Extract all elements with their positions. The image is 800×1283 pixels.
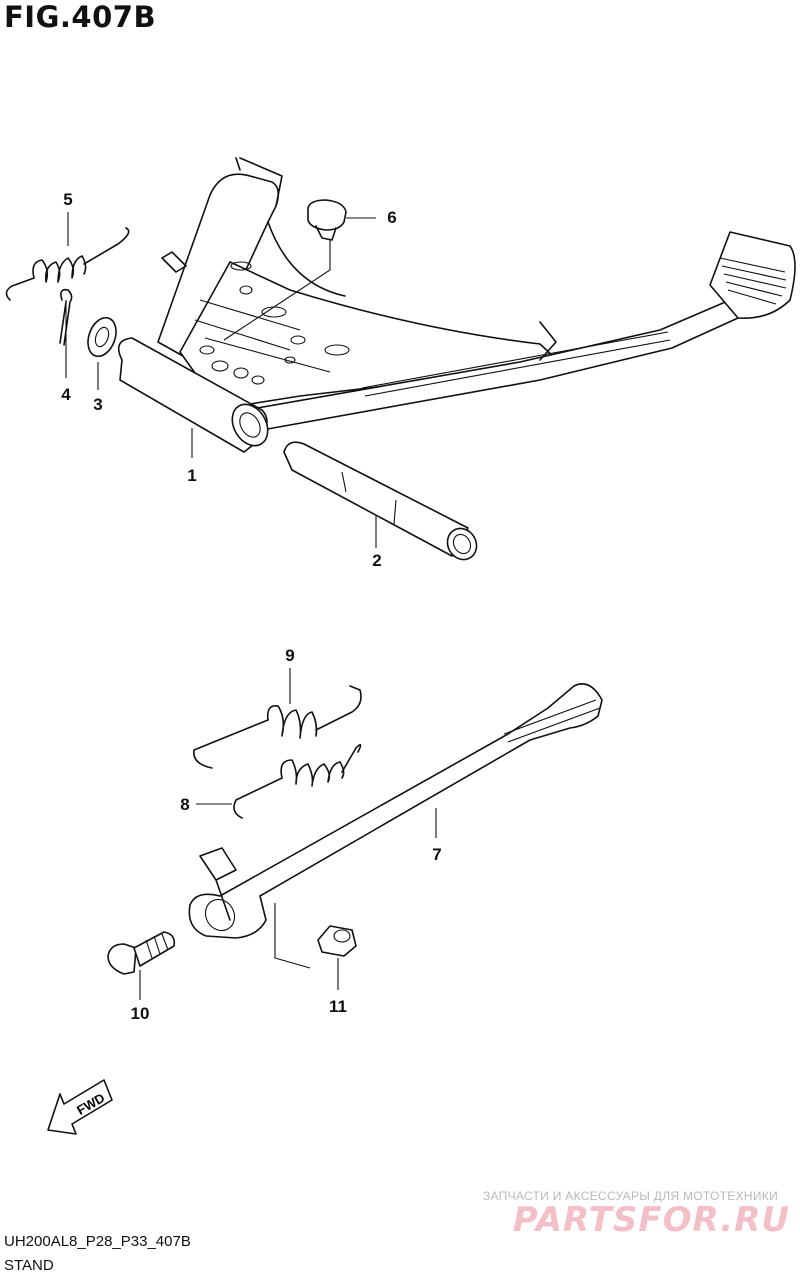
pivot-shaft-part-2[interactable] xyxy=(283,441,482,565)
watermark-logo: PARTSFOR.RU xyxy=(512,1200,790,1240)
center-stand-part-1[interactable] xyxy=(117,157,796,453)
fwd-arrow-icon: FWD xyxy=(47,1079,113,1135)
figure-title: FIG.407B xyxy=(4,0,157,34)
callout-4: 4 xyxy=(61,385,71,404)
side-stand-part-7[interactable] xyxy=(188,683,603,969)
callout-8: 8 xyxy=(180,795,190,814)
spring-part-9[interactable] xyxy=(193,685,362,769)
spring-part-5[interactable] xyxy=(5,227,130,301)
callout-11: 11 xyxy=(329,997,347,1016)
cotter-pin-part-4[interactable] xyxy=(59,288,73,346)
nut-part-11[interactable] xyxy=(317,925,357,957)
leader-lines xyxy=(65,212,437,1000)
rubber-stopper-part-6[interactable] xyxy=(307,199,347,241)
figure-code: UH200AL8_P28_P33_407B xyxy=(4,1233,191,1250)
callout-2: 2 xyxy=(372,551,382,570)
washer-part-3[interactable] xyxy=(83,314,121,360)
callout-10: 10 xyxy=(130,1004,150,1023)
bolt-part-10[interactable] xyxy=(107,931,176,975)
callout-7: 7 xyxy=(432,845,442,864)
callout-5: 5 xyxy=(63,190,73,209)
callout-6: 6 xyxy=(387,208,397,227)
callout-1: 1 xyxy=(187,466,197,485)
figure-name: STAND xyxy=(4,1257,54,1274)
watermark-tagline: ЗАПЧАСТИ И АКСЕССУАРЫ ДЛЯ МОТОТЕХНИКИ xyxy=(482,1189,778,1203)
callout-3: 3 xyxy=(93,395,103,414)
spring-part-8[interactable] xyxy=(233,744,362,819)
callout-9: 9 xyxy=(285,646,295,665)
